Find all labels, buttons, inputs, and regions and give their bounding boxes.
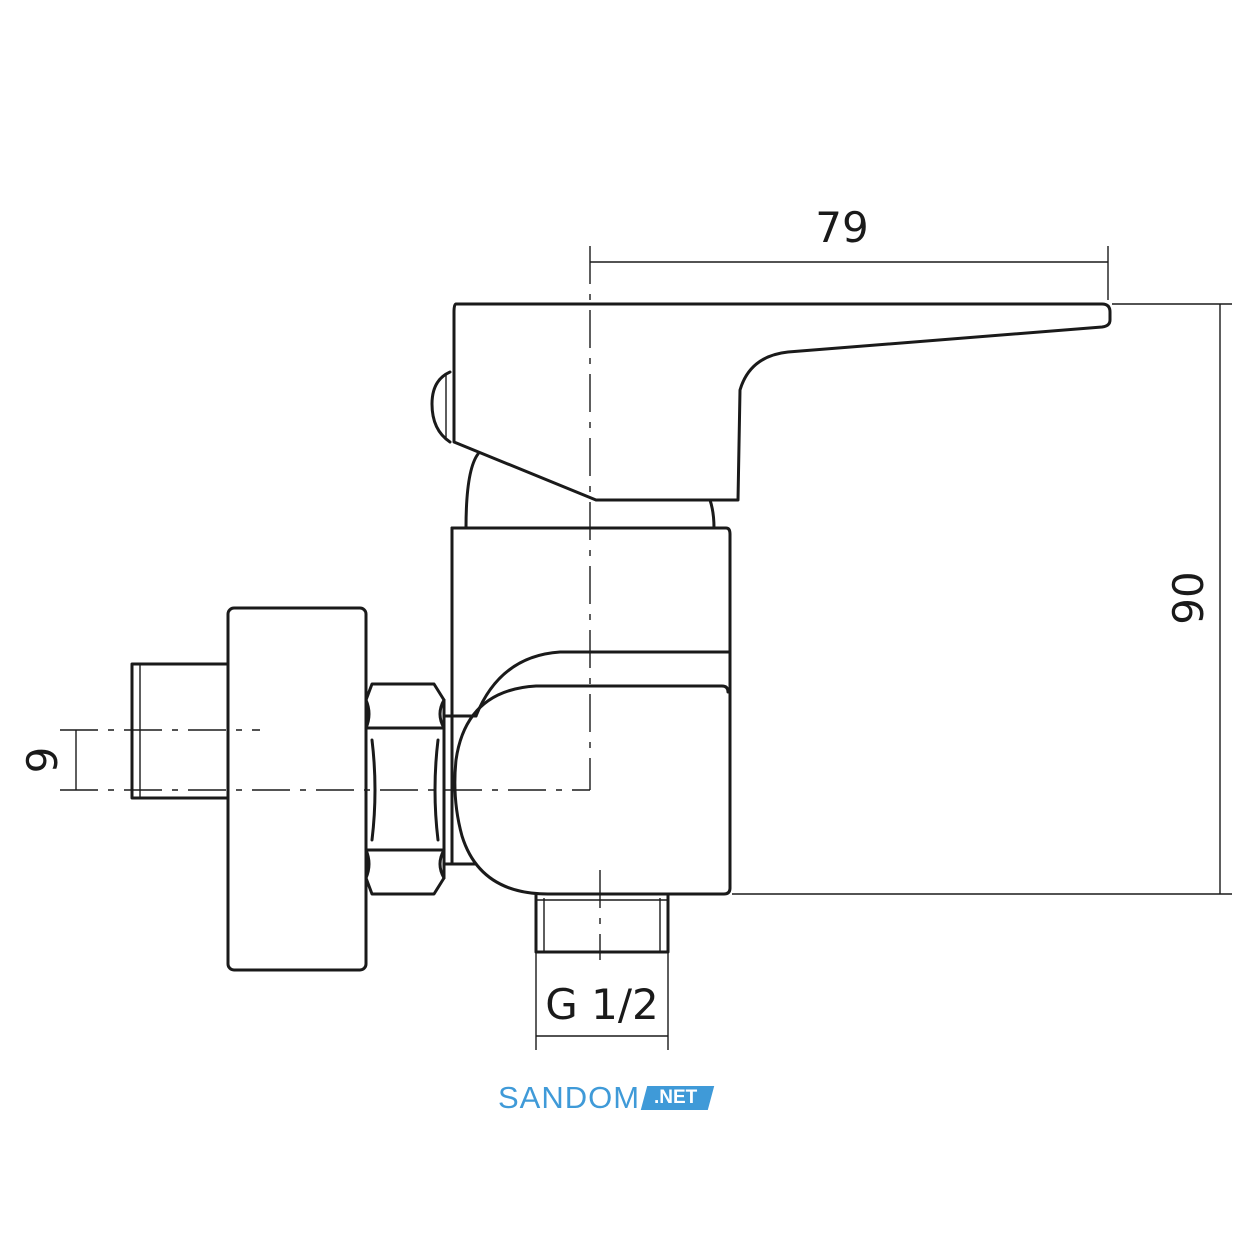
dimension-offset: 9 bbox=[18, 730, 77, 790]
dimension-thread-label: G 1/2 bbox=[545, 980, 659, 1029]
inlet-pipe bbox=[130, 662, 230, 800]
cartridge-dome bbox=[464, 452, 716, 530]
faucet-body bbox=[450, 526, 732, 896]
sandom-logo: SANDOM .NET bbox=[498, 1080, 715, 1116]
dimension-height-label: 90 bbox=[1164, 571, 1213, 624]
dimension-height: 90 bbox=[732, 303, 1232, 895]
logo-main-text: SANDOM bbox=[498, 1080, 641, 1115]
dimension-offset-label: 9 bbox=[18, 747, 67, 774]
outlet-pipe bbox=[534, 892, 670, 954]
wall-flange bbox=[226, 606, 368, 972]
logo-badge: .NET bbox=[640, 1086, 715, 1110]
lever-handle bbox=[430, 302, 1112, 502]
centerlines bbox=[60, 246, 601, 960]
dimension-width-label: 79 bbox=[815, 203, 868, 252]
dimension-width: 79 bbox=[590, 203, 1109, 300]
hex-nut bbox=[364, 682, 446, 896]
dimension-thread: G 1/2 bbox=[535, 952, 669, 1050]
logo-badge-text: .NET bbox=[654, 1087, 698, 1108]
